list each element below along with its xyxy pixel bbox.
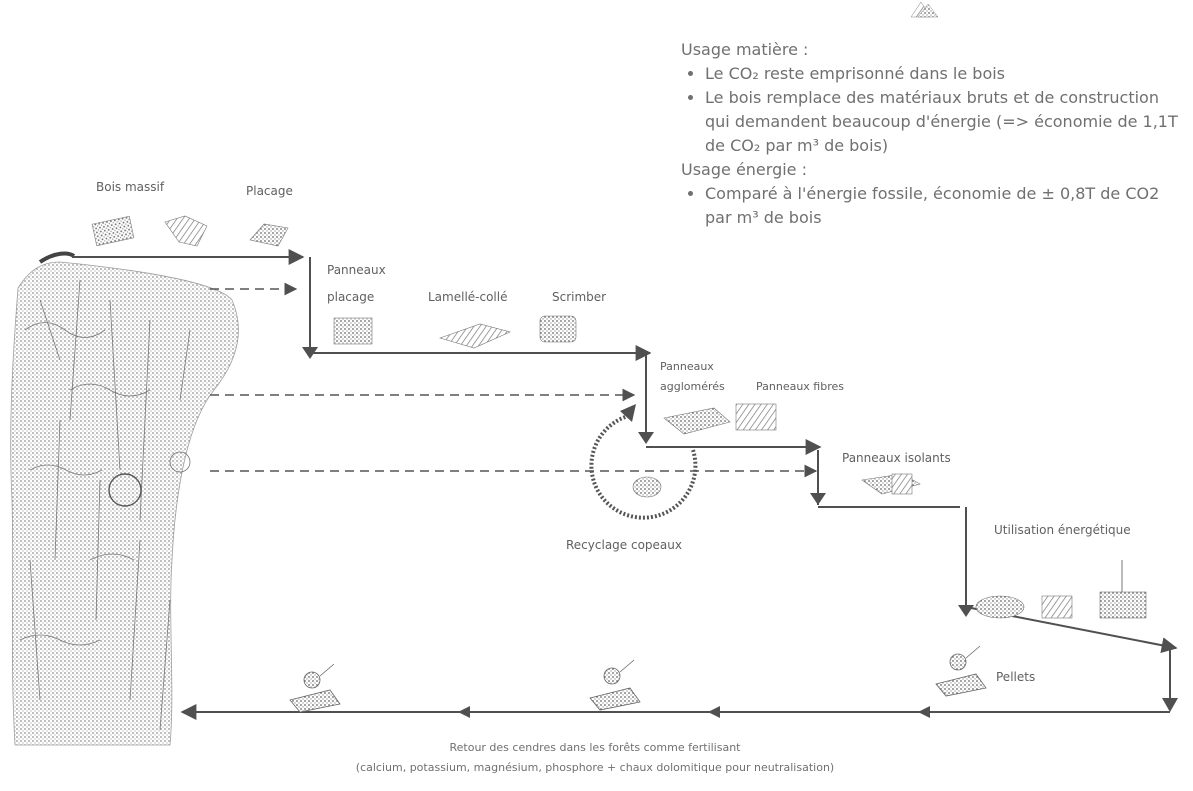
footer-line-2: (calcium, potassium, magnésium, phosphor… [355,761,835,774]
panel-icon [249,223,289,247]
fireplace-icon [1099,560,1147,619]
scrimber-icon [539,315,577,343]
label-recyclage-copeaux: Recyclage copeaux [566,538,682,552]
label-utilisation-energetique: Utilisation énergétique [994,523,1131,537]
usage-matiere-title: Usage matière : [681,40,809,59]
usage-info: Usage matière : Le CO₂ reste emprisonné … [681,38,1186,230]
usage-matiere-point: Le CO₂ reste emprisonné dans le bois [705,62,1186,86]
label-lamelle-colle: Lamellé-collé [428,290,508,304]
pellets-icon [975,595,1073,619]
dashed-flows [210,282,818,478]
massive-wood-icon [91,215,135,247]
recycle-center-icon [632,476,662,498]
usage-energie-title: Usage énergie : [681,160,807,179]
usage-energie-point: Comparé à l'énergie fossile, économie de… [705,182,1186,230]
footer-line-1: Retour des cendres dans les forêts comme… [449,741,741,754]
label-placage-panel: placage [327,290,375,304]
label-panneaux-agglomeres-2: agglomérés [660,380,725,393]
fibreboard-icon [735,403,777,431]
label-panneaux-isolants: Panneaux isolants [842,451,951,465]
glulam-icon [439,323,511,349]
forest-icon [10,251,239,746]
plywood-icon [333,317,373,345]
label-placage: Placage [246,184,293,198]
usage-matiere-list: Le CO₂ reste emprisonné dans le bois Le … [681,62,1186,158]
usage-matiere-point: Le bois remplace des matériaux bruts et … [705,86,1186,158]
label-bois-massif: Bois massif [96,180,165,194]
label-scrimber: Scrimber [552,290,607,304]
usage-energie-list: Comparé à l'énergie fossile, économie de… [681,182,1186,230]
tree-stack-icon [910,1,939,18]
return-arrow-ticks [458,706,930,718]
forestry-machine-icon [289,645,987,713]
label-pellets: Pellets [996,670,1036,684]
recycle-arrow [589,404,698,520]
down-arrowheads [302,347,1178,712]
label-panneaux-agglomeres-1: Panneaux [660,360,714,373]
insulation-panel-icon [861,473,921,495]
label-panneaux-fibres: Panneaux fibres [756,380,844,393]
label-panneaux: Panneaux [327,263,386,277]
chipboard-icon [663,407,731,435]
footer-caption: Retour des cendres dans les forêts comme… [180,738,1010,778]
veneer-icon [164,215,208,247]
